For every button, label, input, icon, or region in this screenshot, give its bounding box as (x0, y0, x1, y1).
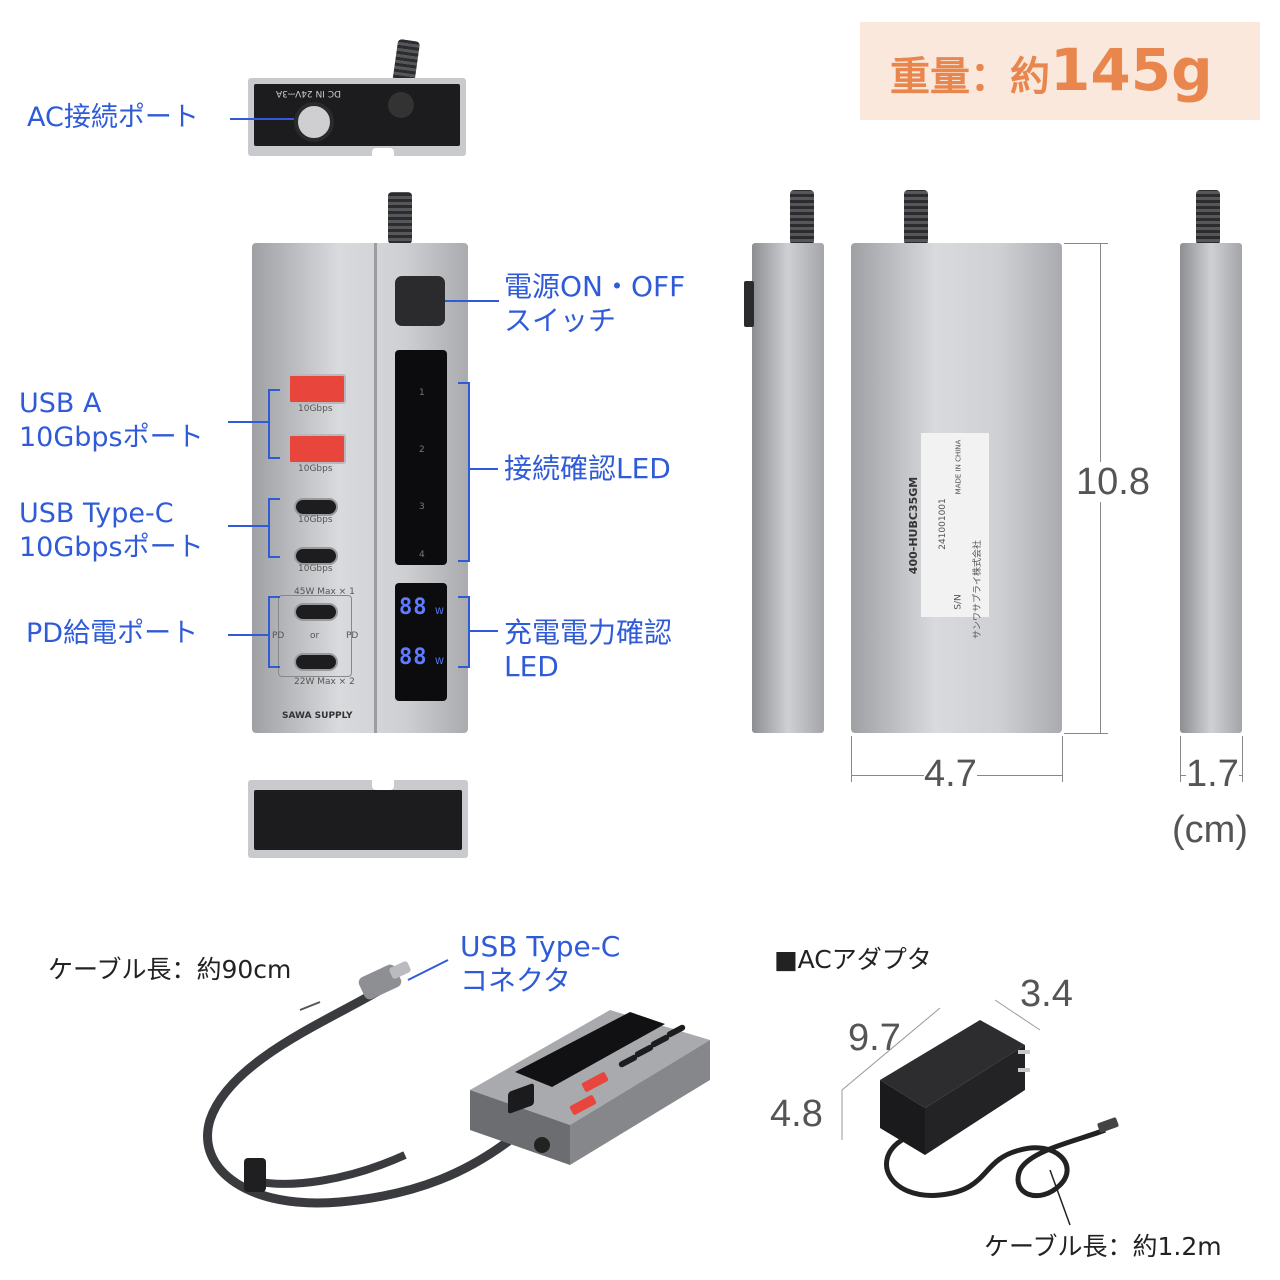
meter-unit: W (435, 607, 444, 617)
pd-left: PD (272, 631, 285, 641)
power-led-bracket (458, 596, 470, 668)
connect-led-bracket (458, 382, 470, 562)
thin-cable (1196, 190, 1220, 245)
dimension-unit: (cm) (1172, 809, 1248, 851)
adapter-length-dimension: 9.7 (848, 1017, 901, 1059)
port-speed: 10Gbps (298, 464, 333, 474)
dc-jack (294, 102, 334, 142)
back-view-hub: 400-HUBC35GM S/N 241001001 MADE IN CHINA… (851, 243, 1062, 733)
adapter-width-dimension: 3.4 (1020, 973, 1073, 1015)
side-view-left (744, 243, 824, 733)
product-label: 400-HUBC35GM S/N 241001001 MADE IN CHINA… (907, 433, 989, 639)
cable-length-label: ケーブル長：約90cm (48, 955, 292, 984)
width-dimension: 4.7 (924, 753, 977, 795)
port-speed: 10Gbps (298, 404, 333, 414)
pd-right: PD (346, 631, 359, 641)
power-led-label: 充電電力確認 LED (504, 616, 673, 683)
pd-bottom-spec: 22W Max × 2 (294, 677, 355, 687)
led-number: 1 (419, 388, 425, 398)
pd-bracket (268, 596, 280, 668)
usb-c-port-2[interactable] (294, 547, 338, 565)
pd-label: PD給電ポート (26, 618, 199, 649)
adapter-cable-label: ケーブル長：約1.2m (984, 1232, 1222, 1261)
brand-logo: SAWA SUPPLY (282, 711, 353, 721)
adapter-height-dimension: 4.8 (770, 1093, 823, 1135)
power-button[interactable] (395, 276, 445, 326)
label-sn-value: 241001001 (937, 498, 948, 550)
pd-or: or (310, 631, 320, 641)
meter-display-2: 88 (399, 645, 428, 670)
bottom-end-view (248, 780, 468, 858)
power-switch-leader (445, 300, 499, 302)
hub-perspective-illustration (203, 959, 710, 1208)
led-number: 3 (419, 502, 425, 512)
depth-dimension: 1.7 (1186, 753, 1239, 795)
ac-port-label: AC接続ポート (27, 102, 199, 133)
height-dimension: 10.8 (1076, 461, 1150, 503)
power-switch-label: 電源ON・OFF スイッチ (504, 270, 686, 337)
ac-adapter-title: ■ACアダプタ (774, 945, 932, 974)
usb-a-bracket (268, 389, 280, 459)
port-speed: 10Gbps (298, 515, 333, 525)
back-cable (904, 190, 928, 245)
front-cable (388, 192, 412, 244)
port-speed: 10Gbps (298, 564, 333, 574)
dc-in-text: DC IN 24V⎓3A (276, 88, 341, 98)
pd-port-1[interactable] (294, 603, 338, 621)
ac-adapter-illustration (841, 999, 1119, 1226)
connect-led-panel: 1 2 3 4 (395, 350, 447, 565)
usb-c-label: USB Type-C 10Gbpsポート (19, 498, 204, 563)
weight-label: 重量：約 (890, 54, 1050, 100)
label-made: MADE IN CHINA (954, 439, 963, 495)
front-view-hub: 1 2 3 4 88 W 88 W 10Gbps 10Gbps 10Gbps 1… (252, 243, 468, 733)
led-number: 2 (419, 445, 425, 455)
ac-port-leader (230, 118, 294, 120)
pd-top-spec: 45W Max × 1 (294, 587, 355, 597)
label-model: 400-HUBC35GM (907, 476, 921, 575)
usb-a-label: USB A 10Gbpsポート (19, 388, 204, 453)
meter-display-1: 88 (399, 595, 428, 620)
usb-a-port-2[interactable] (288, 434, 346, 464)
side-cable (790, 190, 814, 245)
label-company: サンワサプライ株式会社 (973, 539, 984, 640)
usb-c-connector-label: USB Type-C コネクタ (460, 930, 621, 997)
weight-value: 145g (1050, 36, 1213, 104)
usb-c-port-1[interactable] (294, 498, 338, 516)
power-meter-panel: 88 W 88 W (395, 583, 447, 701)
pd-port-2[interactable] (294, 653, 338, 671)
usb-c-bracket (268, 498, 280, 558)
usb-a-port-1[interactable] (288, 374, 346, 404)
top-end-view: DC IN 24V⎓3A (248, 78, 466, 156)
connect-led-label: 接続確認LED (504, 452, 671, 485)
led-number: 4 (419, 550, 425, 560)
side-view-right (1180, 243, 1242, 733)
label-sn: S/N (953, 594, 964, 610)
meter-unit: W (435, 657, 444, 667)
weight-badge: 重量：約145g (860, 22, 1260, 120)
